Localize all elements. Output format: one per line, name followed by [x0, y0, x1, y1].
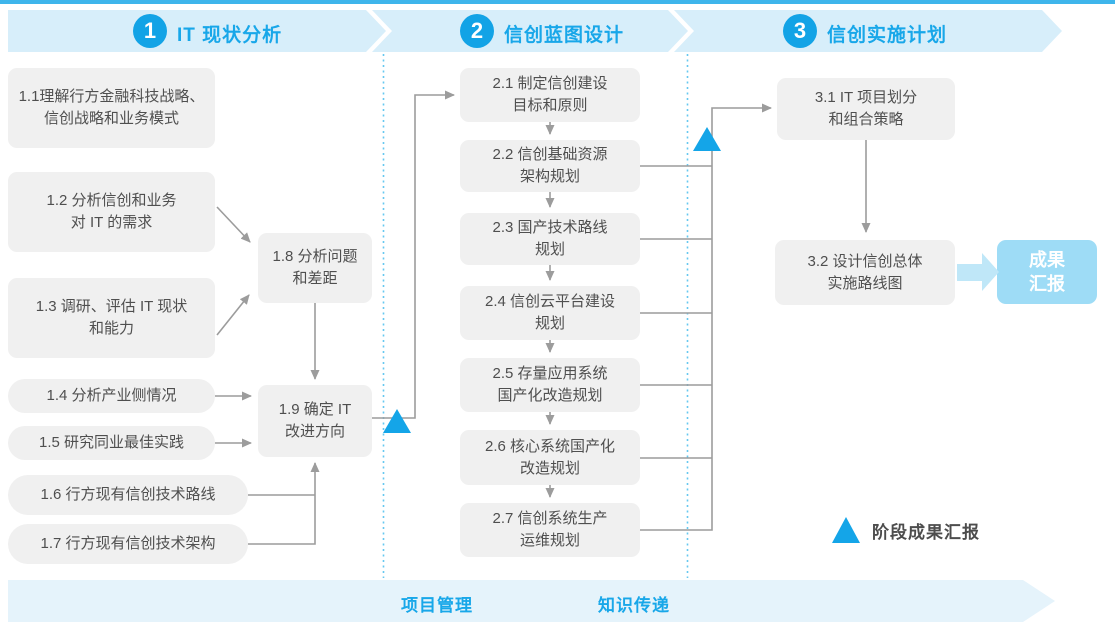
phase-number-badge-1: 1: [133, 14, 167, 48]
task-box-1-1: 1.1理解行方金融科技战略、 信创战略和业务模式: [8, 68, 215, 148]
footer-banner: [8, 580, 1055, 622]
task-box-3-2: 3.2 设计信创总体 实施路线图: [775, 240, 955, 305]
task-box-2-2: 2.2 信创基础资源 架构规划: [460, 140, 640, 192]
task-box-2-4: 2.4 信创云平台建设 规划: [460, 286, 640, 340]
phase-title-1: IT 现状分析: [177, 25, 283, 46]
task-box-1-8: 1.8 分析问题 和差距: [258, 233, 372, 303]
footer-label-knowledge-transfer: 知识传递: [598, 596, 670, 615]
phase-banner-2: [372, 10, 688, 52]
task-box-1-2: 1.2 分析信创和业务 对 IT 的需求: [8, 172, 215, 252]
task-box-1-7: 1.7 行方现有信创技术架构: [8, 524, 248, 564]
phase-number-badge-3: 3: [783, 14, 817, 48]
footer-label-project-management: 项目管理: [401, 596, 473, 615]
task-box-1-5: 1.5 研究同业最佳实践: [8, 426, 215, 460]
task-box-2-7: 2.7 信创系统生产 运维规划: [460, 503, 640, 557]
task-box-1-3: 1.3 调研、评估 IT 现状 和能力: [8, 278, 215, 358]
task-box-1-6: 1.6 行方现有信创技术路线: [8, 475, 248, 515]
phase-banner-3: [674, 10, 1062, 52]
milestone-triangle-2: [693, 127, 721, 151]
task-box-2-5: 2.5 存量应用系统 国产化改造规划: [460, 358, 640, 412]
milestone-triangle-1: [383, 409, 411, 433]
phase-banner-1: [8, 10, 386, 52]
task-box-1-4: 1.4 分析产业侧情况: [8, 379, 215, 413]
task-box-2-6: 2.6 核心系统国产化 改造规划: [460, 430, 640, 485]
deliverable-arrow: [957, 253, 999, 291]
phase-number-badge-2: 2: [460, 14, 494, 48]
task-box-2-3: 2.3 国产技术路线 规划: [460, 213, 640, 265]
deliverable-box: 成果 汇报: [997, 240, 1097, 304]
legend-label: 阶段成果汇报: [872, 523, 980, 542]
phase-title-2: 信创蓝图设计: [504, 25, 625, 46]
task-box-2-1: 2.1 制定信创建设 目标和原则: [460, 68, 640, 122]
top-edge-strip: [0, 0, 1115, 4]
legend-triangle-icon: [832, 517, 860, 543]
task-box-3-1: 3.1 IT 项目划分 和组合策略: [777, 78, 955, 140]
phase-title-3: 信创实施计划: [827, 25, 948, 46]
task-box-1-9: 1.9 确定 IT 改进方向: [258, 385, 372, 457]
